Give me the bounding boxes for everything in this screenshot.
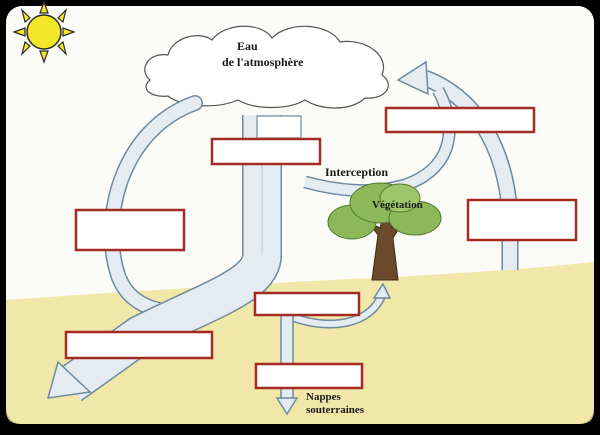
blank-box-left[interactable] [74,208,186,252]
groundwater-label-line1: Nappes [306,391,341,403]
cloud [144,25,389,109]
blank-box-top[interactable] [256,115,302,139]
tree-icon [327,182,442,281]
blank-box-bottom[interactable] [254,362,364,390]
sun-icon [12,0,76,64]
blank-box-center[interactable] [253,291,361,317]
blank-boxes [64,106,578,390]
uptake-arrow [293,282,392,329]
interception-label: Interception [325,165,389,179]
groundwater-label-line2: souterraines [306,404,365,416]
vegetation-label: Végétation [372,199,423,211]
blank-box-precipitation[interactable] [210,137,322,166]
precipitation-arrow [46,115,282,402]
atmosphere-label-line2: de l'atmosphère [222,55,304,69]
blank-box-upper-right[interactable] [384,106,536,134]
blank-box-right[interactable] [466,198,578,242]
blank-box-bottom-left[interactable] [64,330,214,360]
atmosphere-label-line1: Eau [237,39,258,53]
